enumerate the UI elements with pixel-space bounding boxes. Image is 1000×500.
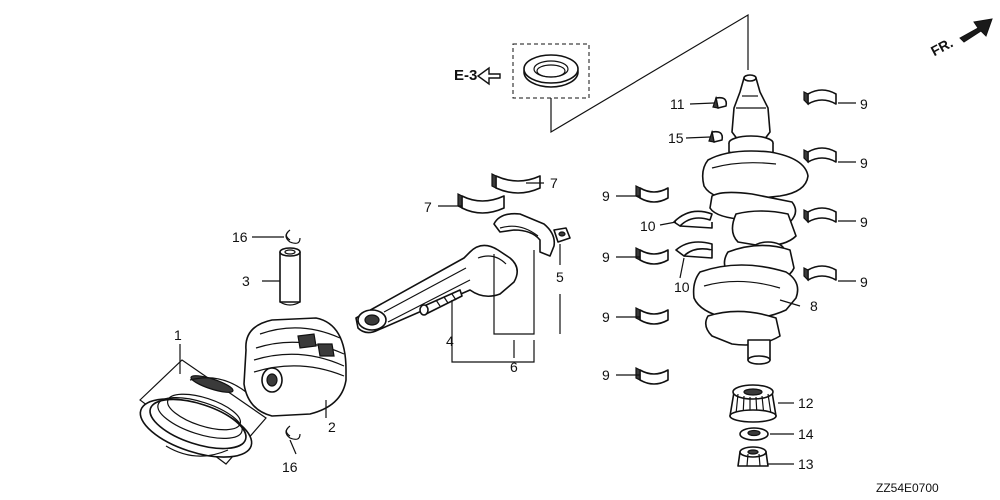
callout-9-right-3: 9 xyxy=(860,214,868,230)
piston-pin-clip-upper xyxy=(285,229,301,244)
crankshaft-washer-part xyxy=(739,427,769,441)
thrust-washer-upper xyxy=(673,210,713,229)
callout-9-left-2: 9 xyxy=(602,249,610,265)
connecting-rod-part xyxy=(355,244,518,334)
callout-1: 1 xyxy=(174,327,182,343)
callout-10-lower: 10 xyxy=(674,279,690,295)
callout-16-upper: 16 xyxy=(232,229,248,245)
callout-7-lower: 7 xyxy=(424,199,432,215)
conrod-bearing-lower xyxy=(457,193,505,214)
main-bearing-right-2 xyxy=(803,147,837,164)
oil-seal-leader-line xyxy=(550,13,749,134)
callout-labels: 1 2 3 16 16 4 5 6 7 7 8 9 9 9 9 9 9 9 9 … xyxy=(174,96,868,475)
timing-gear-part xyxy=(729,384,777,423)
callout-16-lower: 16 xyxy=(282,459,298,475)
callout-9-right-2: 9 xyxy=(860,155,868,171)
crankshaft-part xyxy=(692,74,809,365)
callout-5: 5 xyxy=(556,269,564,285)
main-bearing-right-3 xyxy=(803,207,837,224)
thrust-washer-lower xyxy=(675,241,713,259)
callout-14: 14 xyxy=(798,426,814,442)
front-arrow-icon xyxy=(959,18,993,43)
callout-3: 3 xyxy=(242,273,250,289)
callout-2: 2 xyxy=(328,419,336,435)
callout-11: 11 xyxy=(670,96,685,112)
callout-12: 12 xyxy=(798,395,814,411)
oil-seal-reference-group: E-3 xyxy=(454,13,749,134)
conrod-bearing-upper xyxy=(491,173,541,194)
callout-8: 8 xyxy=(810,298,818,314)
main-bearing-left-2 xyxy=(635,247,669,265)
callout-9-right-4: 9 xyxy=(860,274,868,290)
piston-part xyxy=(243,317,347,417)
main-bearing-left-4 xyxy=(635,367,669,385)
section-reference-label: E-3 xyxy=(454,67,477,84)
main-bearing-left-3 xyxy=(635,307,669,325)
drawing-number: ZZ54E0700 xyxy=(876,481,939,495)
woodruff-key-15 xyxy=(708,129,724,143)
conrod-nut-part xyxy=(553,227,571,243)
main-bearing-right-1 xyxy=(803,89,837,106)
conrod-bolt-part xyxy=(419,289,463,316)
callout-10-upper: 10 xyxy=(640,218,656,234)
callout-13: 13 xyxy=(798,456,814,472)
callout-4: 4 xyxy=(446,333,454,349)
woodruff-key-11 xyxy=(712,95,728,109)
callout-9-left-4: 9 xyxy=(602,367,610,383)
callout-9-left-3: 9 xyxy=(602,309,610,325)
front-direction-indicator: FR. xyxy=(928,18,993,59)
piston-pin-clip-lower xyxy=(285,425,301,440)
main-bearing-right-4 xyxy=(803,265,837,282)
callout-9-left-1: 9 xyxy=(602,188,610,204)
crankshaft-nut-part xyxy=(737,446,769,467)
callout-7-upper: 7 xyxy=(550,175,558,191)
main-bearing-left-1 xyxy=(635,185,669,203)
conrod-cap-part xyxy=(493,212,556,257)
oil-seal-part xyxy=(523,54,579,88)
callout-15: 15 xyxy=(668,130,684,146)
piston-ring-set-part xyxy=(139,359,267,465)
callout-9-right-1: 9 xyxy=(860,96,868,112)
reference-arrow-icon xyxy=(476,66,501,86)
leader-lines xyxy=(179,102,856,465)
front-direction-label: FR. xyxy=(928,34,955,59)
piston-pin-part xyxy=(279,247,301,306)
callout-6: 6 xyxy=(510,359,518,375)
